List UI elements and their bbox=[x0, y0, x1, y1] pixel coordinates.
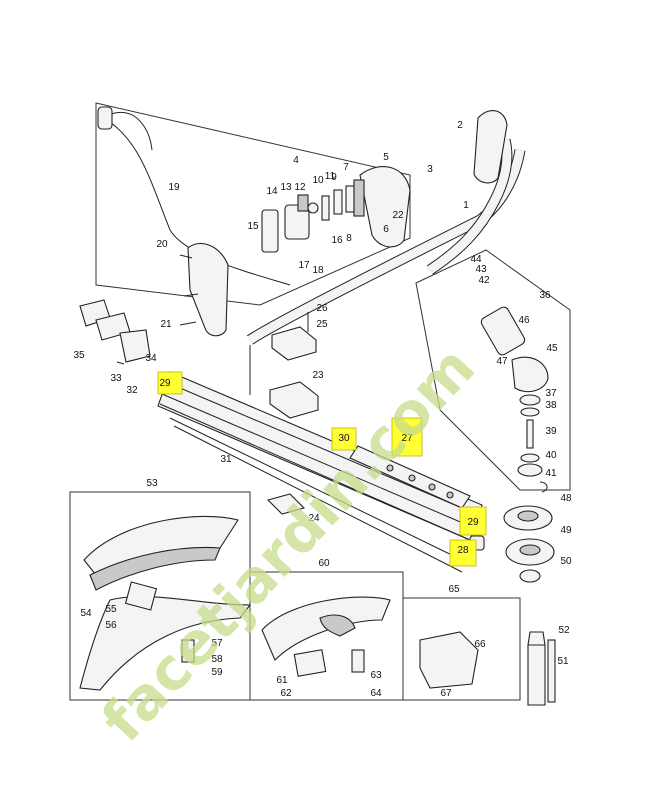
callout-45: 45 bbox=[546, 343, 558, 354]
callout-37: 37 bbox=[545, 388, 557, 399]
callout-54: 54 bbox=[80, 608, 92, 619]
highlight-28 bbox=[449, 539, 477, 567]
callout-9: 9 bbox=[331, 172, 337, 183]
callout-4: 4 bbox=[293, 155, 299, 166]
callout-46: 46 bbox=[518, 315, 530, 326]
callout-65: 65 bbox=[448, 584, 460, 595]
clamp-parts bbox=[79, 299, 151, 365]
callout-8: 8 bbox=[346, 233, 352, 244]
callout-1: 1 bbox=[463, 200, 469, 211]
callout-36: 36 bbox=[539, 290, 551, 301]
callout-47: 47 bbox=[496, 356, 508, 367]
callout-15: 15 bbox=[247, 221, 259, 232]
callout-42: 42 bbox=[478, 275, 490, 286]
callout-19: 19 bbox=[168, 182, 180, 193]
callout-67: 67 bbox=[440, 688, 452, 699]
callout-7: 7 bbox=[343, 162, 349, 173]
highlight-markers bbox=[157, 371, 487, 567]
gear-head-box bbox=[415, 249, 571, 493]
callout-10: 10 bbox=[312, 175, 324, 186]
callout-20: 20 bbox=[156, 239, 168, 250]
callout-60: 60 bbox=[318, 558, 330, 569]
callout-25: 25 bbox=[316, 319, 328, 330]
callout-58: 58 bbox=[211, 654, 223, 665]
callout-63: 63 bbox=[370, 670, 382, 681]
callout-61: 61 bbox=[276, 675, 288, 686]
callout-57: 57 bbox=[211, 638, 223, 649]
callout-27: 27 bbox=[401, 433, 413, 444]
callout-5: 5 bbox=[383, 152, 389, 163]
highlight-27 bbox=[391, 417, 423, 457]
callout-18: 18 bbox=[312, 265, 324, 276]
callout-41: 41 bbox=[545, 468, 557, 479]
callout-51: 51 bbox=[557, 656, 569, 667]
guard-box-60 bbox=[249, 571, 404, 701]
callout-22: 22 bbox=[392, 210, 404, 221]
callout-34: 34 bbox=[145, 353, 157, 364]
callout-44: 44 bbox=[470, 254, 482, 265]
callout-35: 35 bbox=[73, 350, 85, 361]
guard-box-53 bbox=[69, 491, 252, 701]
guard-box-65 bbox=[402, 597, 521, 701]
callout-6: 6 bbox=[383, 224, 389, 235]
highlight-29-left bbox=[157, 371, 183, 395]
shaft-clamp bbox=[269, 312, 319, 419]
callout-23: 23 bbox=[312, 370, 324, 381]
callout-40: 40 bbox=[545, 450, 557, 461]
callout-17: 17 bbox=[298, 260, 310, 271]
clamp-24 bbox=[266, 493, 306, 515]
callout-56: 56 bbox=[105, 620, 117, 631]
callout-53: 53 bbox=[146, 478, 158, 489]
callout-59: 59 bbox=[211, 667, 223, 678]
drive-shaft bbox=[157, 371, 485, 573]
callout-55: 55 bbox=[105, 604, 117, 615]
callout-30: 30 bbox=[338, 433, 350, 444]
callout-52: 52 bbox=[558, 625, 570, 636]
callout-26: 26 bbox=[316, 303, 328, 314]
callout-2: 2 bbox=[457, 120, 463, 131]
callout-39: 39 bbox=[545, 426, 557, 437]
callout-49: 49 bbox=[560, 525, 572, 536]
mowing-heads bbox=[503, 505, 555, 583]
loop-handle bbox=[246, 109, 526, 395]
callout-12: 12 bbox=[294, 182, 306, 193]
callout-24: 24 bbox=[308, 513, 320, 524]
callout-31: 31 bbox=[220, 454, 232, 465]
callout-66: 66 bbox=[474, 639, 486, 650]
callout-16: 16 bbox=[331, 235, 343, 246]
callout-38: 38 bbox=[545, 400, 557, 411]
callout-13: 13 bbox=[280, 182, 292, 193]
callout-14: 14 bbox=[266, 186, 278, 197]
callout-32: 32 bbox=[126, 385, 138, 396]
callout-64: 64 bbox=[370, 688, 382, 699]
control-handle-assembly bbox=[95, 102, 411, 337]
callout-43: 43 bbox=[475, 264, 487, 275]
callout-11: 11 bbox=[325, 171, 336, 182]
callout-62: 62 bbox=[280, 688, 292, 699]
grease-tube bbox=[527, 631, 556, 706]
callout-29-right: 29 bbox=[467, 517, 479, 528]
callout-28: 28 bbox=[457, 545, 469, 556]
callout-29: 29 bbox=[159, 378, 171, 389]
callout-48: 48 bbox=[560, 493, 572, 504]
callout-21: 21 bbox=[160, 319, 172, 330]
callout-33: 33 bbox=[110, 373, 122, 384]
callout-3: 3 bbox=[427, 164, 433, 175]
highlight-29-right bbox=[459, 506, 487, 536]
callout-50: 50 bbox=[560, 556, 572, 567]
highlight-30 bbox=[331, 427, 357, 451]
